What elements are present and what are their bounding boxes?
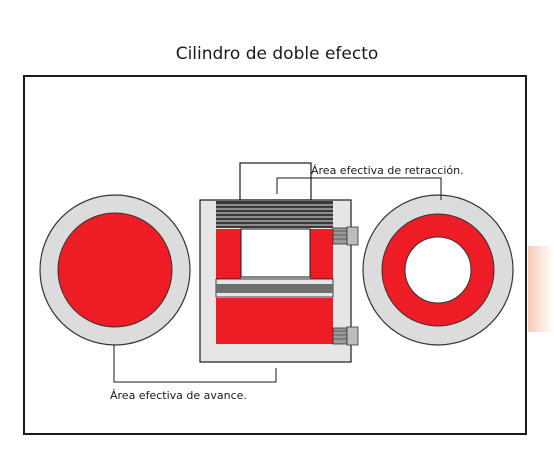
advance-area-disk — [39, 194, 191, 346]
decorative-fade — [528, 246, 554, 332]
lower-port-fitting — [332, 326, 359, 346]
rod-gland-seals — [216, 201, 333, 228]
upper-port-fitting — [332, 226, 359, 246]
piston-rod-extension — [239, 162, 312, 201]
retraction-area-label: Área efectiva de retracción. — [311, 164, 464, 177]
retraction-chamber-right — [310, 229, 333, 279]
advance-leader-line — [113, 345, 277, 383]
retraction-area-disk — [362, 194, 514, 346]
advance-area-label: Área efectiva de avance. — [110, 389, 247, 402]
retraction-chamber-left — [216, 229, 241, 279]
retraction-leader-line — [276, 177, 442, 200]
piston-rod — [240, 228, 311, 278]
advance-disk-area — [57, 212, 173, 328]
advance-chamber — [216, 298, 333, 344]
retraction-disk-rod-hole — [404, 236, 472, 304]
piston-seal — [216, 284, 333, 293]
cylinder-section — [199, 162, 359, 363]
diagram-title: Cilindro de doble efecto — [175, 44, 379, 64]
